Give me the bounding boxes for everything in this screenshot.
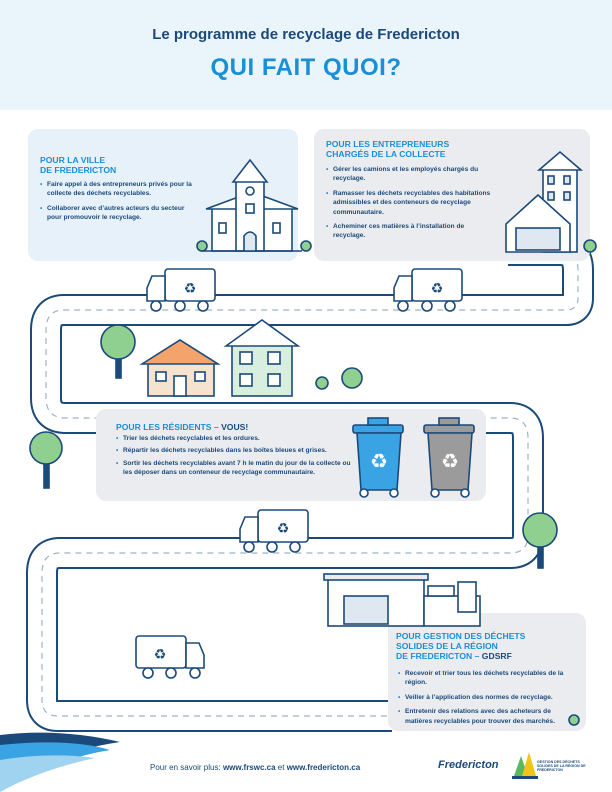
recycling-facility-icon	[323, 573, 481, 627]
gdsrf-role-list: Recevoir et trier tous les déchets recyc…	[398, 669, 578, 731]
residents-title-emph: VOUS!	[221, 422, 249, 432]
link-frswc[interactable]: www.frswc.ca	[222, 763, 276, 772]
gdsrf-role-title: POUR GESTION DES DÉCHETS SOLIDES DE LA R…	[396, 631, 525, 661]
tree-icon-2	[29, 431, 63, 489]
shrub-icon	[196, 239, 597, 726]
list-item: Entretenir des relations avec des achete…	[398, 707, 578, 726]
truck-icon-4: ♻	[135, 635, 205, 679]
svg-text:♻: ♻	[370, 451, 388, 473]
page-subtitle: QUI FAIT QUOI?	[210, 54, 402, 81]
list-item: Gérer les camions et les employés chargé…	[326, 165, 496, 184]
residents-title: POUR LES RÉSIDENTS –	[116, 422, 222, 432]
gdsrf-title-line1: POUR GESTION DES DÉCHETS	[396, 631, 526, 641]
gdsrf-logo-text: GESTION DES DÉCHETS SOLIDES DE LA RÉGION…	[537, 760, 586, 773]
list-item: Acheminer ces matières à l’installation …	[326, 222, 496, 241]
gdsrf-logo-icon	[512, 752, 538, 779]
contractors-title-line2: CHARGÉS DE LA COLLECTE	[326, 149, 446, 159]
city-hall-icon	[202, 158, 302, 252]
list-item: Recevoir et trier tous les déchets recyc…	[398, 669, 578, 688]
list-item: Veiller à l’application des normes de re…	[398, 693, 578, 703]
contractor-building-icon	[505, 150, 584, 253]
list-item: Trier les déchets recyclables et les ord…	[116, 434, 356, 444]
gdsrf-title-emph: GDSRF	[481, 651, 512, 661]
house-icon-1	[139, 339, 221, 397]
truck-icon-2: ♻	[393, 268, 463, 312]
gdsrf-role-box: POUR GESTION DES DÉCHETS SOLIDES DE LA R…	[388, 613, 586, 731]
list-item: Collaborer avec d’autres acteurs du sect…	[40, 204, 200, 223]
tree-icon-3	[522, 512, 558, 569]
tree-icon-1	[100, 324, 136, 379]
footer-middle: et	[275, 763, 287, 772]
city-role-list: Faire appel à des entrepreneurs privés p…	[40, 180, 200, 228]
link-fredericton[interactable]: www.fredericton.ca	[286, 763, 361, 772]
footer-wave-decoration	[0, 732, 120, 792]
footer-info: Pour en savoir plus: www.frswc.ca et www…	[150, 763, 360, 772]
residents-role-title: POUR LES RÉSIDENTS – VOUS!	[116, 422, 248, 432]
city-role-title: POUR LA VILLE DE FREDERICTON	[40, 155, 116, 175]
gdsrf-title-line2: SOLIDES DE LA RÉGION	[396, 641, 498, 651]
truck-icon-3: ♻	[239, 509, 309, 553]
footer-prefix: Pour en savoir plus:	[150, 763, 223, 772]
gdsrf-title-line3: DE FREDERICTON –	[396, 651, 482, 661]
contractors-role-list: Gérer les camions et les employés chargé…	[326, 165, 496, 246]
city-title-line1: POUR LA VILLE	[40, 155, 106, 165]
list-item: Ramasser les déchets recyclables des hab…	[326, 189, 496, 217]
gray-bin-icon: ♻	[423, 417, 475, 498]
contractors-role-title: POUR LES ENTREPRENEURS CHARGÉS DE LA COL…	[326, 139, 449, 159]
svg-text:♻: ♻	[277, 520, 290, 536]
fredericton-logo: Fredericton	[438, 759, 499, 771]
svg-text:♻: ♻	[431, 280, 444, 296]
blue-bin-icon: ♻	[352, 417, 404, 498]
contractors-title-line1: POUR LES ENTREPRENEURS	[326, 139, 450, 149]
list-item: Faire appel à des entrepreneurs privés p…	[40, 180, 200, 199]
list-item: Sortir les déchets recyclables avant 7 h…	[116, 459, 356, 478]
page-title: Le programme de recyclage de Fredericton	[152, 26, 460, 43]
city-title-line2: DE FREDERICTON	[40, 165, 117, 175]
house-icon-2	[223, 319, 301, 397]
residents-role-list: Trier les déchets recyclables et les ord…	[116, 434, 356, 483]
svg-text:♻: ♻	[184, 280, 197, 296]
list-item: Répartir les déchets recyclables dans le…	[116, 446, 356, 456]
residents-role-box: POUR LES RÉSIDENTS – VOUS! Trier les déc…	[96, 409, 486, 501]
header-band	[0, 0, 612, 110]
svg-text:♻: ♻	[441, 451, 459, 473]
svg-text:♻: ♻	[154, 646, 167, 662]
truck-icon-1: ♻	[146, 268, 216, 312]
